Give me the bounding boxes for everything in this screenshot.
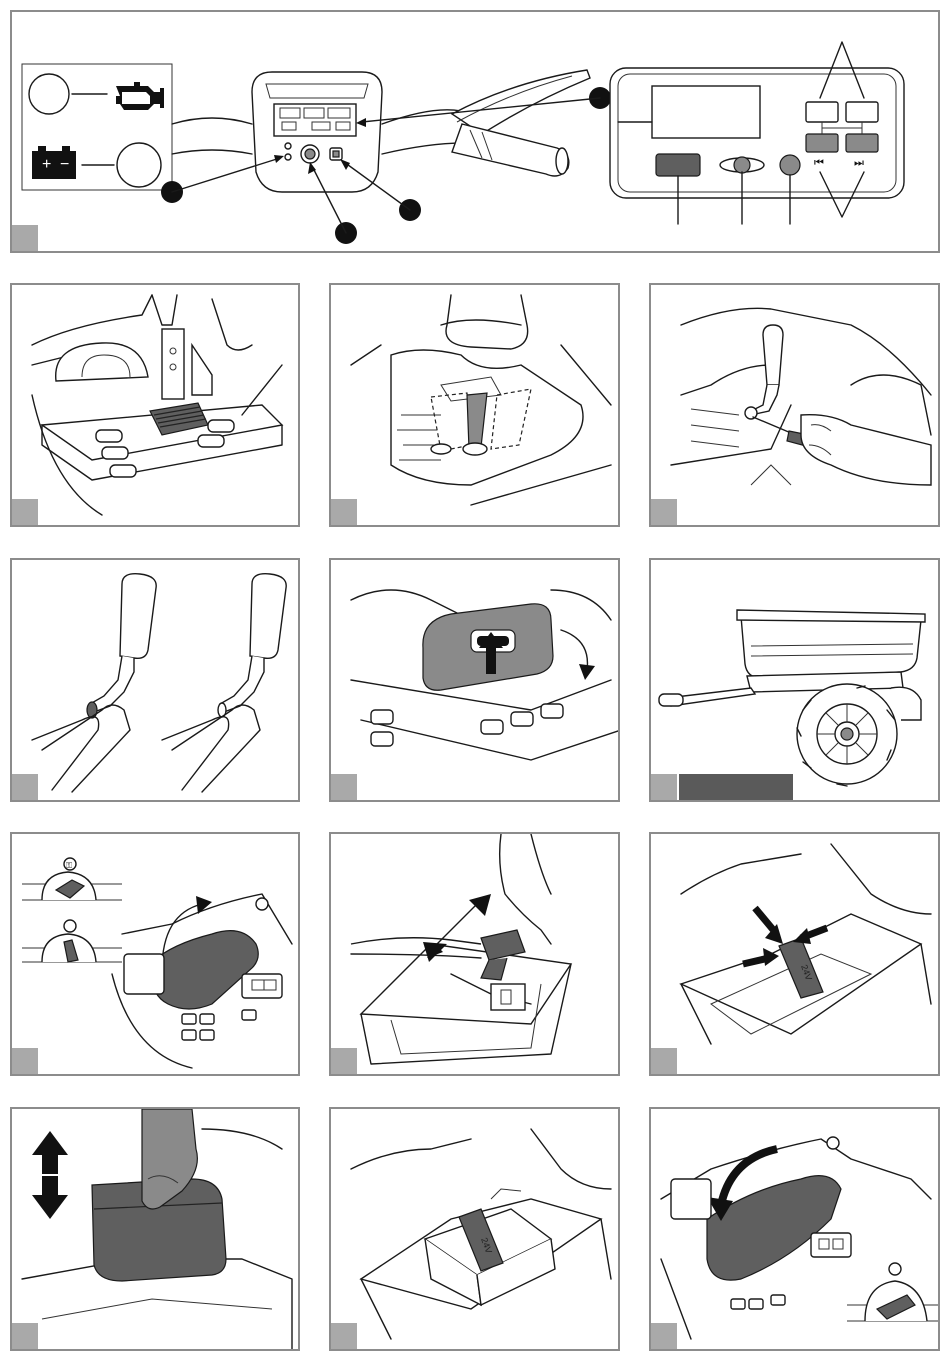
engine-icon — [116, 82, 164, 110]
lock-dial-top: ⚿ — [22, 858, 122, 900]
panel-close-seat — [649, 1107, 940, 1351]
panel-pedal — [10, 283, 300, 527]
svg-text:+: + — [42, 156, 51, 173]
panel-battery-installed: 24V — [329, 1107, 620, 1351]
pedal-illustration — [12, 285, 300, 527]
panel-number — [12, 1048, 38, 1074]
battery-icon: + − — [32, 146, 76, 179]
round-button — [780, 155, 800, 175]
battery-clamp-illustration: 24V — [651, 834, 940, 1076]
panel-battery-clamp: 24V — [649, 832, 940, 1076]
svg-text:⚿: ⚿ — [66, 861, 72, 870]
panel-number — [651, 1323, 677, 1349]
next-track-icon: ⏭ — [854, 156, 864, 169]
prev-track-button — [806, 134, 838, 152]
panel-number — [12, 774, 38, 800]
panel-connector — [329, 832, 620, 1076]
panel-number — [331, 774, 357, 800]
panel-number — [331, 499, 357, 525]
panel-number — [651, 499, 677, 525]
dashboard-screen-small — [274, 104, 356, 136]
prev-track-icon: ⏮ — [814, 156, 824, 169]
up-down-arrow-icon — [32, 1131, 68, 1219]
panel-gear-shifter — [329, 283, 620, 527]
panel-number — [12, 499, 38, 525]
lever-right — [162, 574, 286, 792]
panel-number — [331, 1323, 357, 1349]
seat-lift-illustration — [331, 560, 620, 802]
trailer-bed — [737, 610, 925, 678]
panel-two-levers — [10, 558, 300, 802]
arrow-icon-top — [755, 908, 783, 944]
lever-left — [32, 574, 156, 792]
trailer-illustration — [651, 560, 940, 802]
gear-shifter-illustration — [331, 285, 620, 527]
panel-screwdriver — [649, 283, 940, 527]
screwdriver-illustration — [651, 285, 940, 527]
lock-dial — [847, 1263, 940, 1321]
panel-number — [12, 1323, 38, 1349]
label-bar — [679, 774, 793, 800]
music-button-2 — [846, 102, 878, 122]
panel-trailer — [649, 558, 940, 802]
battery-installed-illustration: 24V — [331, 1109, 620, 1351]
lock-dial-bottom — [22, 920, 122, 962]
panel-dashboard-overview: + − — [10, 10, 940, 253]
panel-lift-battery — [10, 1107, 300, 1351]
panel-number — [651, 774, 677, 800]
panel-number — [651, 1048, 677, 1074]
dashboard-illustration: + − — [12, 12, 940, 253]
connector-illustration — [331, 834, 620, 1076]
panel-number — [331, 1048, 357, 1074]
trailer-hitch — [659, 688, 755, 706]
lcd-display — [652, 86, 760, 138]
close-seat-illustration — [651, 1109, 940, 1351]
music-button-1 — [806, 102, 838, 122]
start-button — [656, 154, 700, 176]
open-seat-illustration: ⚿ — [12, 834, 300, 1076]
curved-arrow-icon — [561, 630, 595, 680]
indicator-circle-engine — [29, 74, 69, 114]
lift-battery-illustration — [12, 1109, 300, 1351]
panel-number — [12, 225, 38, 251]
trailer-wheel — [797, 684, 897, 786]
svg-text:−: − — [60, 156, 69, 173]
levers-illustration — [12, 560, 300, 802]
next-track-button — [846, 134, 878, 152]
gear-lever — [751, 325, 783, 415]
panel-seat-lift — [329, 558, 620, 802]
indicator-circle-battery — [117, 143, 161, 187]
panel-open-seat: ⚿ — [10, 832, 300, 1076]
